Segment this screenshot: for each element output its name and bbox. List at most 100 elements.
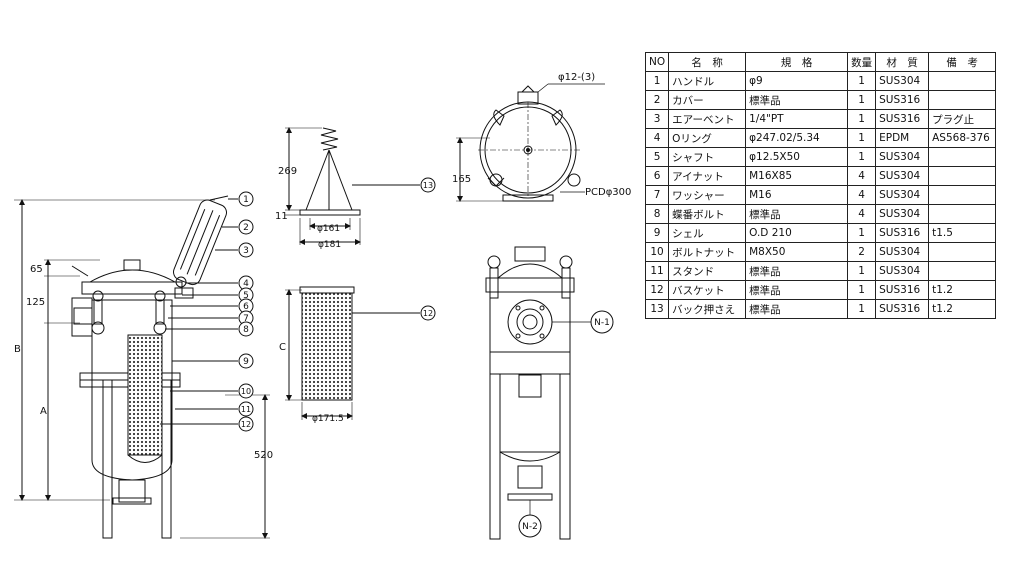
basket-view (285, 286, 420, 420)
cell-notes: プラグ止 (928, 109, 997, 129)
cell-qty: 1 (847, 299, 877, 319)
cell-notes (928, 147, 997, 167)
dim-B: B (14, 344, 21, 355)
svg-text:2: 2 (243, 223, 249, 233)
cell-no: 2 (644, 90, 670, 110)
cell-name: シェル (668, 223, 747, 243)
svg-text:9: 9 (243, 357, 249, 367)
cell-spec: 標準品 (745, 261, 849, 281)
cell-qty: 1 (847, 261, 877, 281)
header-spec: 規 格 (745, 52, 849, 72)
callout-9: 9 (238, 353, 254, 369)
cell-material: SUS316 (875, 109, 930, 129)
cell-no: 3 (644, 109, 670, 129)
cell-notes (928, 166, 997, 186)
cell-no: 10 (644, 242, 670, 262)
cell-material: SUS316 (875, 280, 930, 300)
cell-no: 5 (644, 147, 670, 167)
cell-qty: 4 (847, 166, 877, 186)
cell-spec: φ12.5X50 (745, 147, 849, 167)
cell-notes (928, 185, 997, 205)
callout-2: 2 (238, 219, 254, 235)
cell-material: SUS316 (875, 90, 930, 110)
side-view (14, 195, 270, 539)
callout-3: 3 (238, 242, 254, 258)
cell-spec: M16 (745, 185, 849, 205)
spring-view-labels: 269 11 φ161 φ181 13 (275, 166, 436, 250)
cell-no: 8 (644, 204, 670, 224)
cell-notes: t1.2 (928, 280, 997, 300)
cell-name: Oリング (668, 128, 747, 148)
cell-name: ワッシャー (668, 185, 747, 205)
cell-material: SUS304 (875, 204, 930, 224)
cell-material: EPDM (875, 128, 930, 148)
cell-name: エアーベント (668, 109, 747, 129)
cell-no: 9 (644, 223, 670, 243)
cell-notes: AS568-376 (928, 128, 997, 148)
dim-161: φ161 (317, 224, 340, 234)
cell-no: 11 (644, 261, 670, 281)
side-view-dimensions: 65 125 B A 520 (14, 264, 273, 461)
cell-qty: 2 (847, 242, 877, 262)
header-name: 名 称 (668, 52, 747, 72)
cell-spec: 標準品 (745, 299, 849, 319)
cell-name: バック押さえ (668, 299, 747, 319)
dim-A: A (40, 406, 47, 417)
spring-view (285, 127, 420, 245)
hole-label: φ12-(3) (558, 72, 595, 83)
callout-11: 11 (238, 401, 254, 417)
cell-spec: 標準品 (745, 280, 849, 300)
callout-13: 13 (420, 177, 436, 193)
svg-text:8: 8 (243, 325, 249, 335)
basket-view-labels: C φ171.5 12 (279, 305, 436, 424)
header-material: 材 質 (875, 52, 930, 72)
callout-12-basket: 12 (420, 305, 436, 321)
cell-material: SUS304 (875, 242, 930, 262)
cell-material: SUS316 (875, 299, 930, 319)
svg-text:12: 12 (241, 420, 251, 429)
dim-125: 125 (26, 297, 45, 308)
cell-material: SUS316 (875, 223, 930, 243)
cell-notes (928, 90, 997, 110)
front-view-labels: N-1 N-2 (518, 310, 614, 538)
cell-spec: 標準品 (745, 90, 849, 110)
header-no: NO (644, 52, 670, 72)
dim-269: 269 (278, 166, 297, 177)
cell-qty: 1 (847, 147, 877, 167)
parts-table-header: NO 名 称 規 格 数量 材 質 備 考 (644, 52, 997, 72)
callout-10: 10 (238, 383, 254, 399)
cell-spec: φ9 (745, 71, 849, 91)
cell-qty: 4 (847, 185, 877, 205)
svg-text:4: 4 (243, 279, 249, 289)
cell-name: バスケット (668, 280, 747, 300)
cell-material: SUS304 (875, 185, 930, 205)
svg-text:13: 13 (423, 181, 433, 190)
cell-qty: 4 (847, 204, 877, 224)
dim-11: 11 (275, 211, 288, 222)
svg-text:7: 7 (243, 314, 249, 324)
svg-text:1: 1 (243, 195, 249, 205)
top-view-labels: φ12-(3) 165 PCDφ300 (452, 72, 631, 198)
dim-171: φ171.5 (312, 414, 344, 424)
cell-spec: O.D 210 (745, 223, 849, 243)
cell-notes: t1.5 (928, 223, 997, 243)
header-notes: 備 考 (928, 52, 997, 72)
cell-qty: 1 (847, 128, 877, 148)
svg-text:5: 5 (243, 291, 249, 301)
cell-name: カバー (668, 90, 747, 110)
cell-name: アイナット (668, 166, 747, 186)
svg-text:11: 11 (241, 405, 251, 414)
cell-no: 4 (644, 128, 670, 148)
cell-no: 12 (644, 280, 670, 300)
nozzle-n1: N-1 (590, 310, 614, 334)
